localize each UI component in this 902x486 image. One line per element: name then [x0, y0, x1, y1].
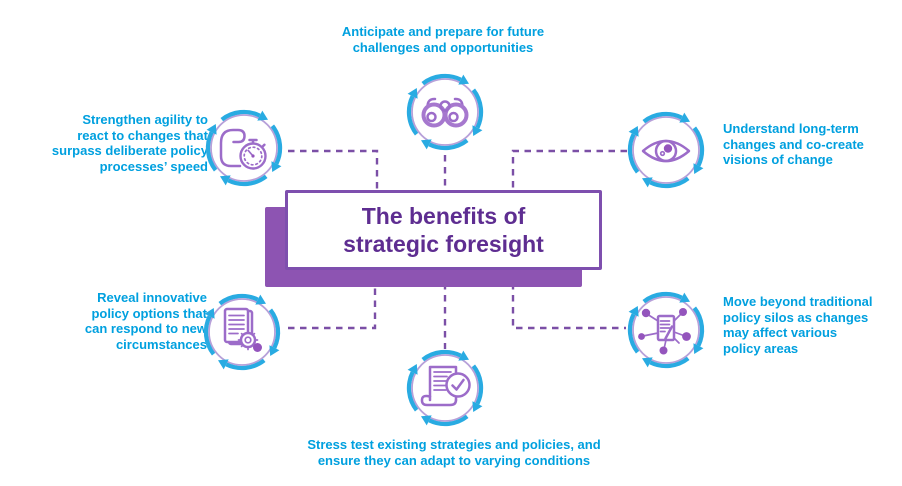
label-line: policy silos as changes [723, 309, 869, 325]
page-title-line-1: The benefits of [361, 203, 526, 229]
benefit-label-stress-test: Stress test existing strategies and poli… [278, 437, 630, 468]
label-line: ensure they can adapt to varying conditi… [317, 452, 591, 468]
label-line: policy options that [91, 305, 207, 321]
label-line: may affect various [723, 325, 838, 340]
document-gear-cycle-icon [192, 282, 292, 382]
label-line: react to changes that [77, 127, 208, 143]
label-line: Move beyond traditional [723, 294, 873, 309]
label-line: changes and co-create [723, 136, 864, 152]
connector-bottom-right [511, 271, 626, 330]
connector-bottom-left [288, 271, 377, 330]
label-line: processes’ speed [99, 158, 208, 174]
label-line: visions of change [723, 152, 833, 167]
label-line: Anticipate and prepare for future [341, 24, 545, 39]
page-title-line-2: strategic foresight [343, 231, 544, 257]
benefit-label-anticipate: Anticipate and prepare for future challe… [298, 24, 588, 55]
benefit-label-move-beyond: Move beyond traditional policy silos as … [723, 294, 902, 356]
benefit-label-agility: Strengthen agility to react to changes t… [27, 112, 208, 174]
benefit-label-reveal: Reveal innovative policy options that ca… [37, 290, 207, 352]
label-line: challenges and opportunities [352, 39, 534, 55]
binoculars-cycle-icon [395, 62, 495, 162]
label-line: circumstances [115, 336, 207, 352]
title-box: The benefits of strategic foresight [285, 190, 602, 270]
connector-top-right [511, 149, 627, 190]
label-line: can respond to new [84, 321, 207, 336]
connector-top-left [288, 149, 379, 190]
label-line: Reveal innovative [97, 290, 207, 305]
document-network-cycle-icon [616, 280, 716, 380]
label-line: Strengthen agility to [82, 112, 208, 127]
label-line: policy areas [723, 340, 799, 356]
arm-stopwatch-cycle-icon [194, 98, 294, 198]
benefit-label-understand: Understand long-term changes and co-crea… [723, 121, 902, 168]
label-line: Understand long-term [723, 121, 859, 136]
label-line: surpass deliberate policy [51, 143, 208, 158]
eye-cycle-icon [616, 100, 716, 200]
label-line: Stress test existing strategies and poli… [307, 437, 601, 452]
scroll-check-cycle-icon [395, 338, 495, 438]
